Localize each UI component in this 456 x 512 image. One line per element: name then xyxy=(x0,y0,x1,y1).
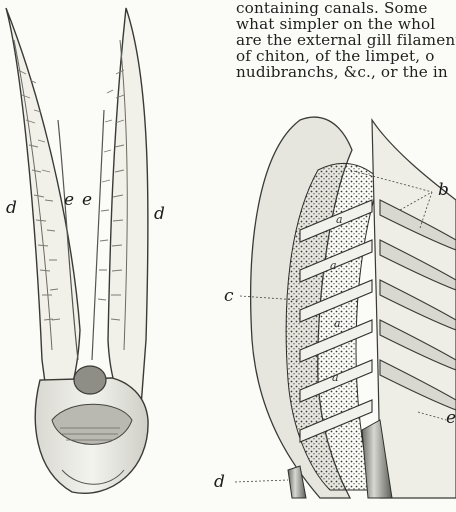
label-e: e xyxy=(446,410,456,427)
left-gill-lobe xyxy=(6,8,80,420)
right-gill-lobe xyxy=(108,8,148,420)
label-d: d xyxy=(214,474,225,491)
gill-filament-figure xyxy=(235,117,456,498)
label-e-right: e xyxy=(82,192,92,209)
label-e-left: e xyxy=(64,192,74,209)
label-a: a xyxy=(334,318,341,329)
label-a: a xyxy=(336,214,343,225)
label-d-left: d xyxy=(6,200,17,217)
mouth-region xyxy=(74,366,106,394)
label-a: a xyxy=(330,260,337,271)
label-b: b xyxy=(438,182,449,199)
label-d-right: d xyxy=(154,206,165,223)
label-a: a xyxy=(332,372,339,383)
label-c: c xyxy=(224,288,234,305)
